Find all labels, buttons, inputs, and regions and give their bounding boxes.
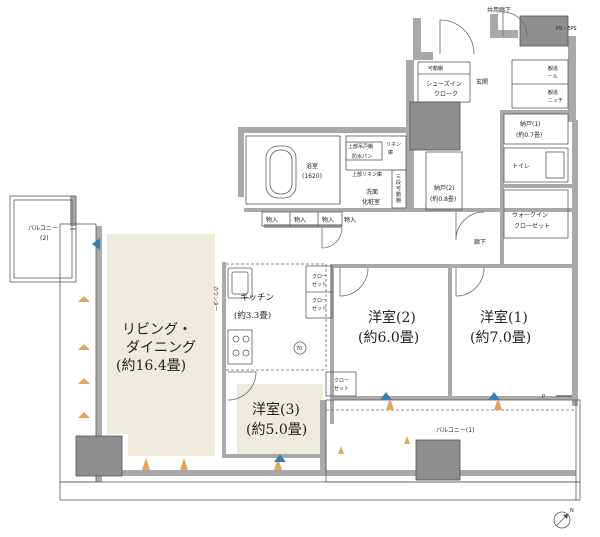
cupboard-label-2: 物入 [294, 216, 306, 224]
kitchen-label-1: キッチン [240, 293, 274, 303]
linen-label-2: 庫 [388, 149, 393, 156]
ldk-highlight [107, 234, 215, 434]
sanitary-label-1: 洗面 [366, 188, 378, 196]
balcony2-label-1: バルコニー [28, 225, 58, 232]
cupboard-label-4: 物入 [344, 216, 356, 224]
kitchen-sink [227, 267, 253, 299]
living-label-3: (約16.4畳) [116, 358, 186, 374]
kitchen-label-2: (約3.3畳) [234, 310, 271, 321]
three-shelf-label: 三 段 可 動 棚 [396, 174, 401, 204]
ext-skill-2-line2: ニッチ [548, 98, 563, 104]
cupboard-label-3: 物入 [322, 216, 334, 224]
room2-label-1: 洋室(2) [368, 309, 416, 326]
bath-label-1: 浴室 [306, 162, 318, 170]
cooktop [227, 329, 253, 365]
pillar-top-right [519, 15, 569, 47]
room2-label-2: (約6.0畳) [358, 330, 419, 346]
airflow-markers [78, 238, 502, 470]
living-label-2: ダイニング [126, 340, 196, 356]
bathtub [265, 145, 297, 199]
walkin-closet-label-2: クローゼット [514, 222, 550, 230]
svg-text:棚: 棚 [396, 197, 401, 204]
cupboard-label-1: 物入 [266, 216, 278, 224]
svg-text:段: 段 [396, 179, 401, 186]
ext-skill-1-line2: ール [548, 74, 558, 80]
common-corridor-label: 共用廊下 [487, 6, 511, 14]
upper-linen-label: 上部リネン庫 [352, 171, 382, 178]
storage2-label-2: (約0.8畳) [430, 195, 456, 203]
ext-skill-2-line1: 観追 [548, 89, 558, 96]
p-mark-1: P [542, 394, 545, 400]
balcony1-label: バルコニー(1) [436, 427, 474, 434]
balcony2-label-2: (2) [40, 235, 49, 242]
hallway-label: 廊下 [474, 238, 486, 246]
toilet-label: トイレ [512, 163, 530, 170]
pillar-bottom-right [415, 439, 461, 481]
storage2-label-1: 納戸(2) [434, 184, 455, 192]
movable-shelf-label: 可動棚 [428, 65, 443, 72]
sanitary-label-2: 化粧室 [362, 198, 380, 206]
room1-label-1: 洋室(1) [480, 309, 528, 326]
fan-mark: 70 [296, 346, 302, 352]
closet-b-label-1: クロー [312, 298, 327, 304]
walkin-closet-label-1: ウォークイン [512, 211, 548, 219]
room3-label-2: (約5.0畳) [246, 422, 307, 438]
pillar-bottom-left [75, 435, 123, 477]
shoes-closet-label-2: クローク [434, 91, 458, 98]
storage1-label-2: (約0.7畳) [516, 131, 542, 139]
ext-skill-1-line1: 観追 [548, 65, 558, 72]
storage1-label-1: 納戸(1) [520, 120, 541, 128]
living-label-1: リビング・ [122, 322, 192, 338]
room1-label-2: (約7.0畳) [470, 330, 531, 346]
entrance-label: 玄関 [476, 78, 488, 86]
counter-label: カウンター [212, 286, 219, 311]
waterproof-pan-label: 防水パン [352, 153, 372, 160]
bath-label-2: (1620) [302, 173, 322, 180]
closet-a-label-2: ゼット [312, 281, 327, 288]
svg-text:三: 三 [396, 174, 401, 180]
svg-text:可: 可 [396, 186, 401, 192]
ps-eps-label: PS・EPS [556, 26, 577, 32]
room3-highlight [237, 384, 323, 455]
closet-c-label-2: ゼット [334, 385, 349, 392]
north-label: N [570, 508, 574, 514]
closet-b-label-2: ゼット [312, 305, 327, 312]
svg-text:動: 動 [396, 191, 401, 198]
balcony-outlines [9, 195, 581, 501]
closet-a-label-1: クロー [312, 274, 327, 280]
room3-label-1: 洋室(3) [252, 401, 300, 418]
linen-label-1: リネン [386, 142, 401, 148]
pillar-center [409, 101, 461, 151]
vanity-shelf-label: 上部吊戸棚 [348, 143, 373, 150]
shoes-closet-label-1: シューズイン [426, 80, 462, 88]
closet-c-label-1: クロー [334, 378, 349, 384]
entrance-door [439, 19, 475, 55]
north-compass: N [553, 508, 574, 529]
ldk-highlight-lower [128, 434, 215, 456]
